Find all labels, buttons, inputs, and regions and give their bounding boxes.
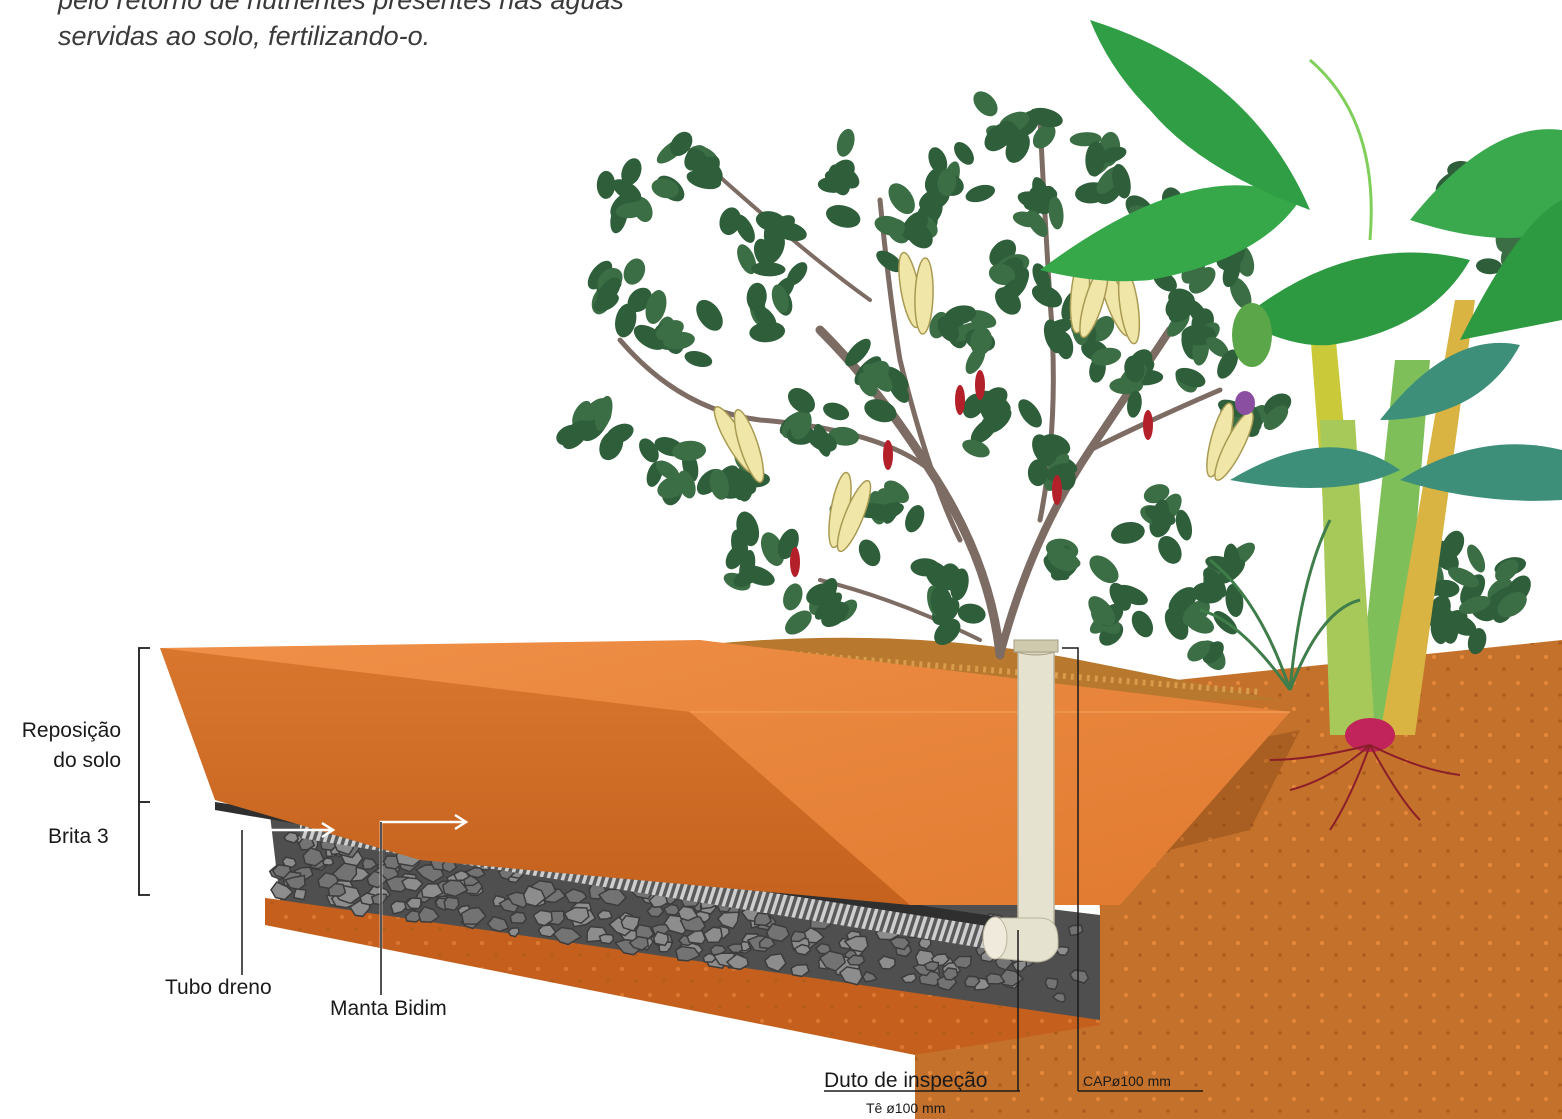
label-te: Tê ø100 mm xyxy=(866,1099,945,1117)
label-cap: CAPø100 mm xyxy=(1083,1072,1171,1090)
gravel-stone xyxy=(282,857,296,867)
red-flower xyxy=(955,385,965,415)
leaf xyxy=(1084,550,1123,588)
leaf xyxy=(821,399,852,423)
caption-text: pelo retorno de nutrientes presentes nas… xyxy=(58,0,658,54)
red-flower xyxy=(975,370,985,400)
label-tubo-dreno: Tubo dreno xyxy=(165,973,272,1003)
gravel-stone xyxy=(444,897,459,910)
leaf xyxy=(1463,542,1488,575)
label-reposicao-line-1: Reposição xyxy=(10,716,121,746)
leaf xyxy=(854,536,884,570)
leaf xyxy=(834,127,858,159)
leaf xyxy=(780,581,806,613)
caption-line-1: pelo retorno de nutrientes presentes nas… xyxy=(58,0,658,18)
caption-line-2: servidas ao solo, fertilizando-o. xyxy=(58,18,658,54)
gravel-stone xyxy=(294,889,306,900)
red-flower xyxy=(1143,410,1153,440)
leaf xyxy=(1224,583,1246,618)
leaf xyxy=(748,320,785,344)
gravel-stone xyxy=(1045,978,1057,989)
leaf xyxy=(620,255,650,288)
red-flower xyxy=(1052,475,1062,505)
leaf xyxy=(1109,519,1146,546)
label-brita: Brita 3 xyxy=(48,822,109,852)
leaf xyxy=(901,502,928,535)
leaf xyxy=(691,295,729,336)
red-flower xyxy=(883,440,893,470)
leaf xyxy=(956,602,987,626)
leaf xyxy=(1014,395,1047,431)
gravel-stone xyxy=(654,932,668,946)
layer-brackets xyxy=(139,648,150,895)
leaf xyxy=(683,348,714,370)
gravel-stone xyxy=(600,934,614,943)
leaf xyxy=(969,87,1003,121)
leaf xyxy=(883,178,920,219)
gravel-stone xyxy=(919,938,931,949)
gravel-stone xyxy=(925,962,939,971)
leaf xyxy=(823,201,863,231)
gravel-stone xyxy=(878,956,895,969)
label-reposicao-line-2: do solo xyxy=(10,746,121,776)
label-manta-bidim: Manta Bidim xyxy=(330,994,447,1024)
gravel-stone xyxy=(510,912,526,923)
leaf xyxy=(963,182,997,206)
red-flower xyxy=(790,547,800,577)
gravel-stone xyxy=(755,913,772,925)
leaf xyxy=(1127,607,1157,641)
label-reposicao-do-solo: Reposição do solo xyxy=(10,716,121,776)
label-duto-de-inspecao: Duto de inspeção xyxy=(824,1066,987,1096)
